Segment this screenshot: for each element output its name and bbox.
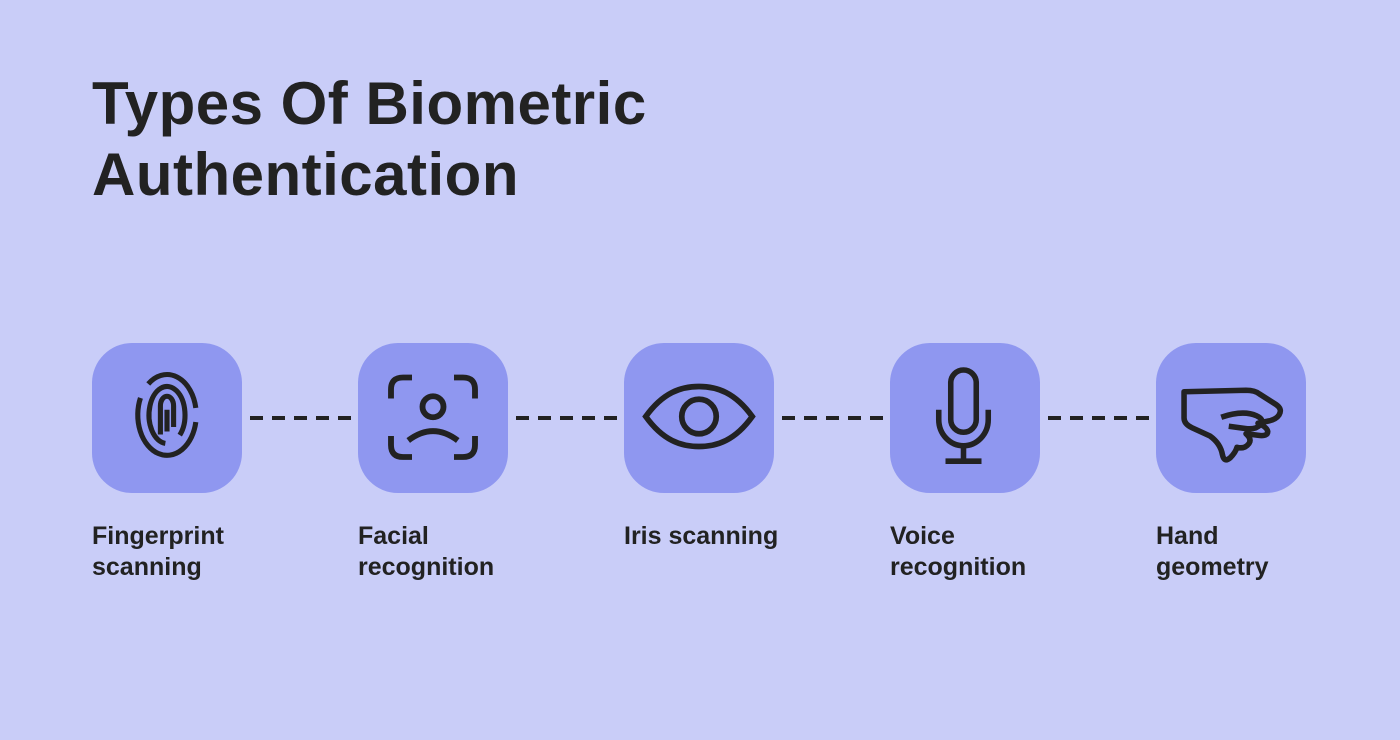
dashed-line — [781, 416, 883, 420]
dashed-connector — [242, 416, 358, 420]
hand-icon — [1181, 387, 1284, 463]
tile-hand-geometry — [1156, 343, 1306, 493]
tile-voice-recognition — [890, 343, 1040, 493]
dashed-line — [515, 416, 617, 420]
content-area: Types Of Biometric Authentication — [92, 68, 1306, 583]
dashed-connector — [508, 416, 624, 420]
microphone-icon — [935, 367, 992, 464]
tile-iris-scanning — [624, 343, 774, 493]
label-facial-recognition: Facial recognition — [358, 522, 495, 581]
biometric-flow: Fingerprint scanning Facial recognition … — [92, 343, 1306, 583]
tile-fingerprint-scanning — [92, 343, 242, 493]
fingerprint-icon — [135, 372, 199, 458]
dashed-line — [1047, 416, 1149, 420]
eye-icon — [642, 383, 756, 450]
dashed-connector — [774, 416, 890, 420]
label-hand-geometry: Hand geometry — [1156, 522, 1269, 581]
face-scan-icon — [388, 374, 478, 460]
label-iris-scanning: Iris scanning — [624, 522, 779, 550]
label-fingerprint-scanning: Fingerprint scanning — [92, 522, 224, 581]
dashed-connector — [1040, 416, 1156, 420]
dashed-line — [249, 416, 351, 420]
tile-facial-recognition — [358, 343, 508, 493]
page-title: Types Of Biometric Authentication — [92, 70, 647, 208]
label-voice-recognition: Voice recognition — [890, 522, 1027, 581]
